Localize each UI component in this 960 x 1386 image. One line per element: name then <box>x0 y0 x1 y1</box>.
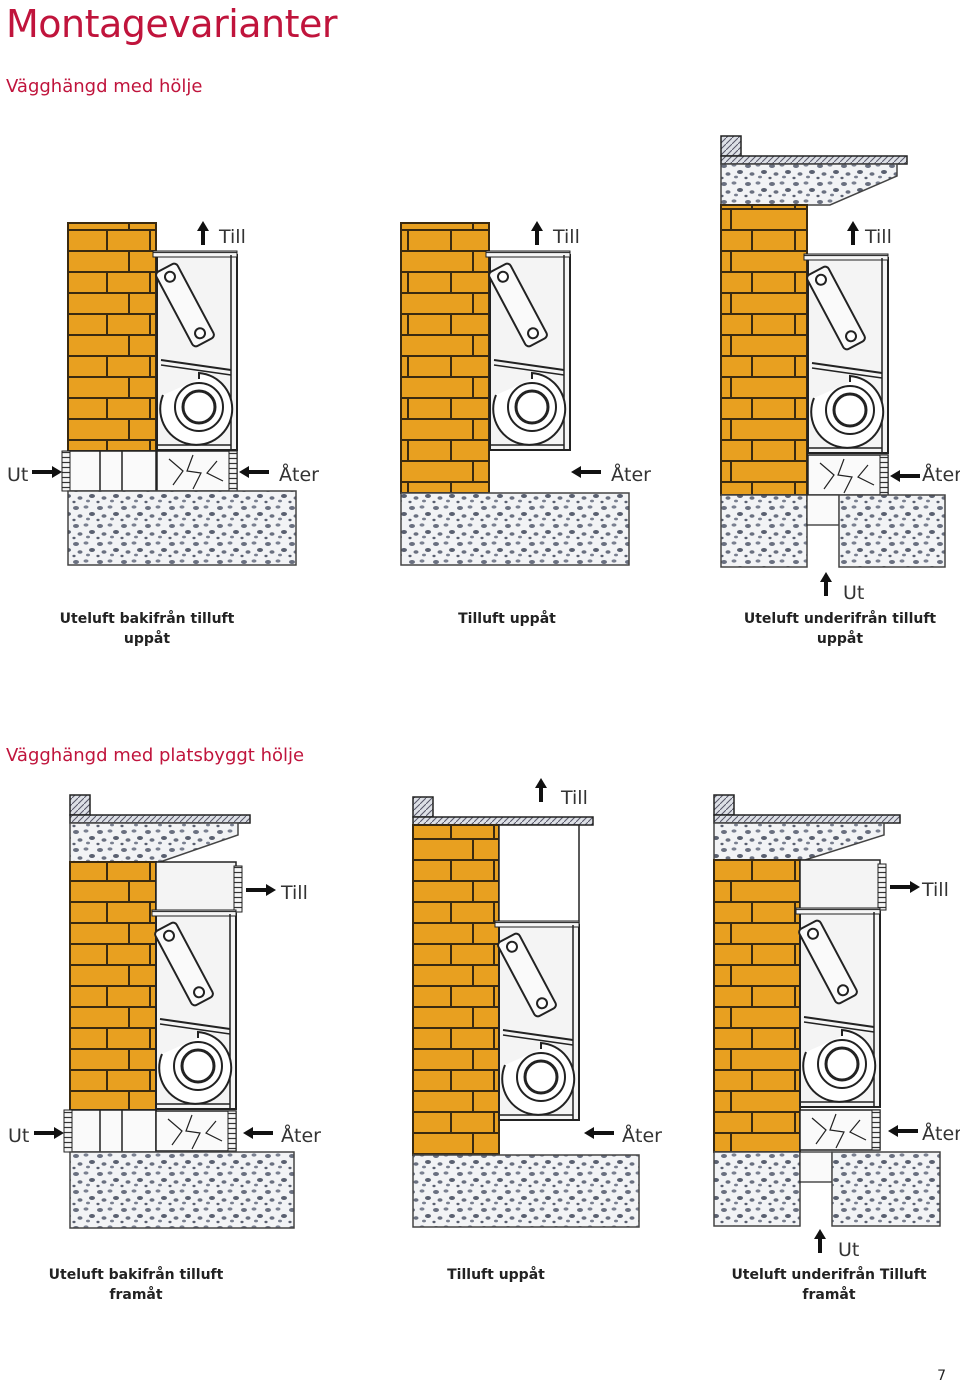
caption-r1c3: Uteluft underifrån tilluft uppåt <box>743 611 937 647</box>
label-till: Till <box>921 879 949 901</box>
caption-r2c3: Uteluft underifrån Tilluft framåt <box>731 1267 927 1303</box>
arrow-up-icon <box>814 1229 826 1253</box>
diagram-r2c3: Till Åter Ut <box>713 794 960 1261</box>
label-till: Till <box>280 882 308 904</box>
ventilation-unit <box>150 908 238 1111</box>
caption-r2c2: Tilluft uppåt <box>447 1267 545 1283</box>
caption-r1c1: Uteluft bakifrån tilluft uppåt <box>59 611 235 647</box>
diagram-r1c3: Till Åter Ut <box>720 135 960 604</box>
arrow-right-icon <box>246 884 276 896</box>
label-ater: Åter <box>279 463 319 486</box>
filter-box <box>807 454 889 496</box>
arrow-up-icon <box>531 221 543 245</box>
foundation <box>67 490 297 566</box>
arrow-up-icon <box>847 221 859 245</box>
foundation <box>713 1151 801 1227</box>
supply-plenum <box>155 861 237 915</box>
ceiling-slab <box>69 814 251 824</box>
ventilation-unit <box>794 906 882 1109</box>
label-ut: Ut <box>838 1239 859 1261</box>
label-till: Till <box>864 226 892 248</box>
label-ater: Åter <box>611 463 651 486</box>
arrow-left-icon <box>890 470 920 482</box>
ventilation-unit <box>493 919 581 1122</box>
diagram-r2c2: Till Åter <box>412 778 662 1228</box>
filter-box <box>156 450 238 492</box>
label-ater: Åter <box>922 1122 960 1145</box>
arrow-up-icon <box>820 572 832 596</box>
arrow-up-icon <box>197 221 209 245</box>
caption-r2c1: Uteluft bakifrån tilluft framåt <box>48 1267 224 1303</box>
section-title-wall-casing: Vägghängd med hölje <box>6 76 203 97</box>
floor-duct <box>799 1151 833 1183</box>
label-till: Till <box>218 226 246 248</box>
foundation <box>720 494 808 568</box>
diagram-r1c1: Till Åter Ut <box>7 221 319 566</box>
wall-duct <box>67 450 157 492</box>
ceiling-slab <box>720 155 908 165</box>
arrow-right-icon <box>34 1127 64 1139</box>
label-till: Till <box>552 226 580 248</box>
brick-wall <box>400 222 490 494</box>
ceiling-slab <box>713 814 901 824</box>
brick-wall <box>69 861 157 1111</box>
label-ut: Ut <box>8 1125 29 1147</box>
supply-plenum <box>799 859 881 913</box>
ventilation-unit <box>484 249 572 452</box>
brick-wall <box>713 859 801 1153</box>
filter-box <box>799 1109 881 1151</box>
foundation <box>69 1151 295 1229</box>
page-title: Montagevarianter <box>6 2 338 46</box>
arrow-up-icon <box>535 778 547 802</box>
floor-duct <box>806 494 840 526</box>
arrow-left-icon <box>571 466 601 478</box>
caption-r1c2: Tilluft uppåt <box>458 611 556 627</box>
foundation <box>400 492 630 566</box>
arrow-right-icon <box>890 881 920 893</box>
label-ater: Åter <box>622 1124 662 1147</box>
label-till: Till <box>560 787 588 809</box>
ventilation-unit <box>802 252 890 455</box>
arrow-left-icon <box>239 466 269 478</box>
ventilation-unit <box>151 249 239 452</box>
filter-box <box>155 1110 237 1152</box>
casing <box>498 824 580 926</box>
section-title-built-casing: Vägghängd med platsbyggt hölje <box>6 745 305 766</box>
arrow-right-icon <box>32 466 62 478</box>
label-ut: Ut <box>7 464 28 486</box>
label-ater: Åter <box>281 1124 321 1147</box>
foundation <box>412 1154 640 1228</box>
arrow-left-icon <box>243 1127 273 1139</box>
page-number: 7 <box>937 1368 946 1384</box>
label-ut: Ut <box>843 582 864 604</box>
diagram-r1c2: Till Åter <box>400 221 651 566</box>
arrow-left-icon <box>584 1127 614 1139</box>
wall-duct <box>69 1109 157 1153</box>
brick-wall <box>720 204 808 496</box>
label-ater: Åter <box>922 463 960 486</box>
ceiling-slab <box>412 816 594 826</box>
arrow-left-icon <box>888 1125 918 1137</box>
diagram-r2c1: Till Åter Ut <box>8 794 321 1229</box>
brick-wall <box>412 824 500 1156</box>
brick-wall <box>67 222 157 452</box>
